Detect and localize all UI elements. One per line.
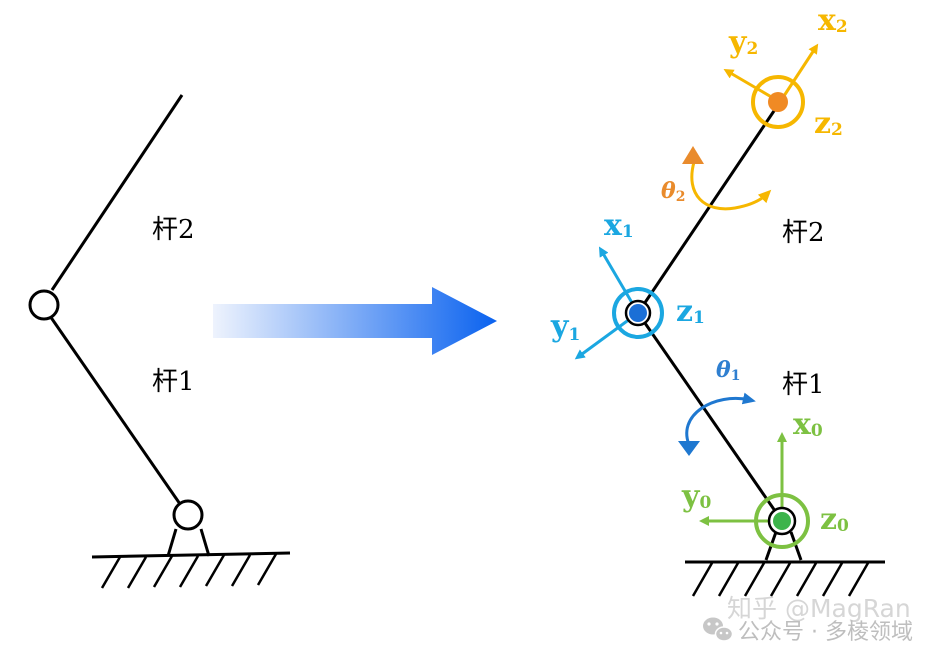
right-ground-hatch	[691, 562, 870, 597]
frame-2: x2 y2 z2	[723, 3, 848, 141]
theta-2-indicator: θ2	[661, 146, 772, 211]
transform-arrow	[213, 287, 497, 355]
z1-ring	[612, 287, 664, 339]
x1-label: x1	[604, 208, 634, 243]
x2-axis	[778, 43, 819, 103]
frame-1: x1 y1 z1	[550, 208, 705, 360]
left-link-1	[48, 315, 182, 505]
z0-ring	[754, 493, 810, 549]
watermark-line1: 知乎 @MagRan	[727, 594, 911, 623]
z2-ring	[751, 75, 805, 129]
theta-1-indicator: θ1	[678, 357, 756, 456]
frame-0: x0 y0 z0	[681, 407, 849, 549]
theta2-arrowhead-up	[682, 146, 704, 164]
joint-2-dot	[768, 92, 788, 112]
z0-label: z0	[820, 502, 849, 537]
x2-label: x2	[818, 3, 848, 38]
left-mechanism: 杆2 杆1	[28, 94, 291, 589]
theta1-arc	[685, 392, 756, 448]
wechat-icon	[703, 617, 734, 642]
joint-0-dot	[773, 512, 791, 530]
y0-label: y0	[681, 479, 711, 514]
right-link1-label: 杆1	[782, 370, 825, 400]
left-ground-line	[91, 551, 291, 559]
left-link2-label: 杆2	[152, 215, 195, 245]
left-base-support	[166, 528, 211, 557]
z1-label: z1	[676, 294, 705, 329]
theta2-label: θ2	[661, 178, 685, 205]
left-joint-base	[172, 499, 204, 531]
theta2-arc	[690, 161, 772, 211]
theta1-label: θ1	[716, 357, 740, 384]
left-joint-elbow	[28, 289, 60, 321]
left-ground-hatch	[100, 553, 278, 589]
watermark-line2: 公众号 · 多棱领域	[738, 620, 913, 645]
right-link-2	[636, 101, 782, 314]
x0-label: x0	[793, 407, 823, 442]
z2-label: z2	[814, 106, 843, 141]
theta1-arrowhead-down	[678, 441, 700, 456]
left-link1-label: 杆1	[152, 367, 195, 397]
right-mechanism: x0 y0 z0 θ1 x1	[550, 3, 885, 597]
right-link2-label: 杆2	[782, 218, 825, 248]
joint-1-dot	[629, 304, 647, 322]
right-link-1	[636, 312, 784, 522]
y2-label: y2	[728, 25, 758, 60]
y1-label: y1	[550, 309, 580, 345]
left-link-2	[50, 94, 184, 291]
watermark: 知乎 @MagRan 公众号 · 多棱领域	[703, 594, 913, 645]
